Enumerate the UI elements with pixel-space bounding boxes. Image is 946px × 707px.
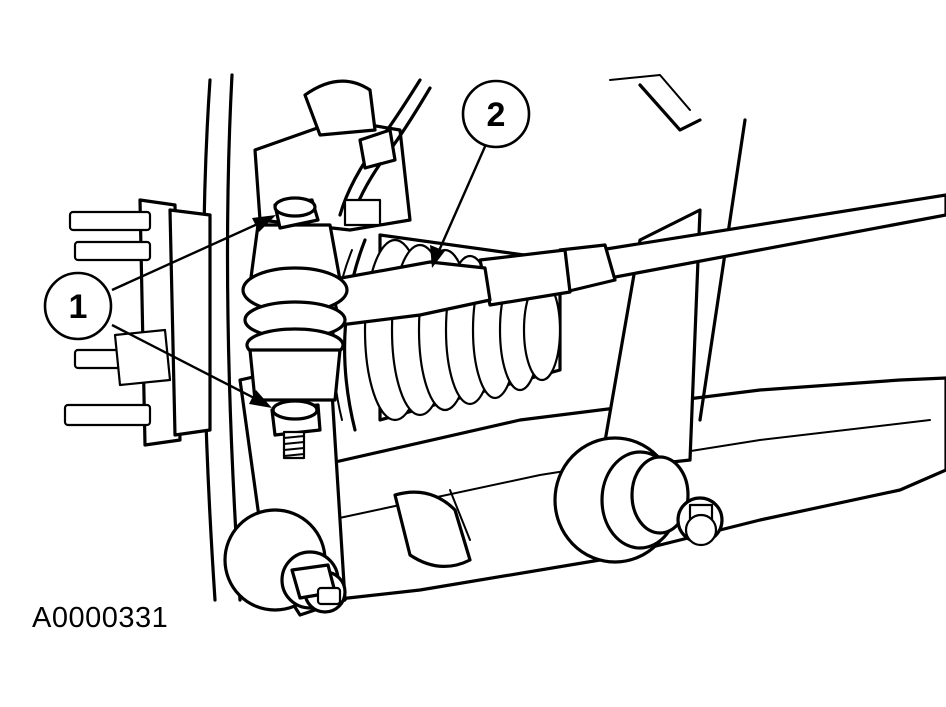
callout-2-leader bbox=[430, 141, 489, 268]
lower-bushing bbox=[553, 436, 724, 564]
brake-hub bbox=[63, 73, 242, 602]
callout-1-label: 1 bbox=[69, 288, 88, 326]
tie-rod bbox=[478, 193, 946, 307]
stabilizer-strut bbox=[598, 74, 747, 472]
figure-id: A0000331 bbox=[32, 602, 169, 634]
ball-joint bbox=[241, 223, 349, 402]
callout-2: 2 bbox=[461, 79, 531, 149]
wheel-stud-top bbox=[68, 210, 152, 262]
callout-1-leaders bbox=[111, 215, 276, 408]
lower-nut bbox=[290, 563, 342, 606]
callout-1: 1 bbox=[43, 271, 113, 341]
pinch-bolt-top bbox=[273, 196, 320, 230]
pinch-bolt-bottom bbox=[270, 399, 322, 460]
callout-2-label: 2 bbox=[487, 96, 506, 134]
abs-sensor-cable bbox=[338, 78, 432, 227]
